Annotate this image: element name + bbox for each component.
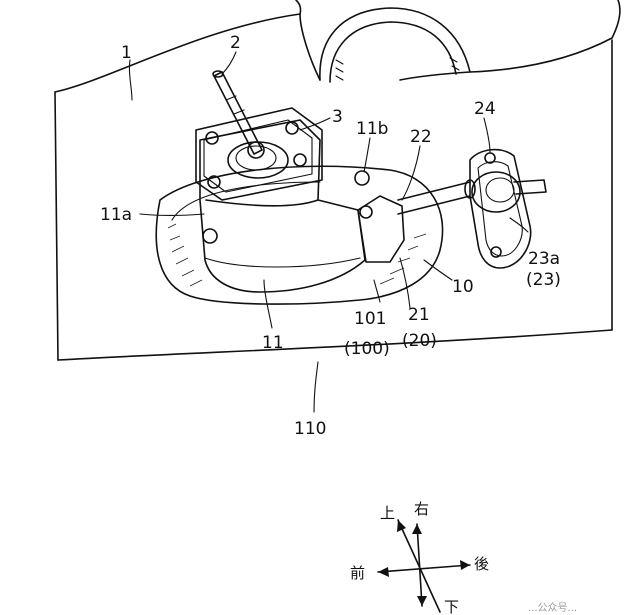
dir-right: 右: [414, 500, 429, 518]
dir-rear: 後: [474, 555, 489, 573]
reference-numerals: 1 2 3 11b 22 24 11a 23a (23) 10 101 (100…: [100, 33, 561, 439]
shift-lever-housing: [195, 107, 405, 293]
label-2: 2: [230, 33, 241, 53]
label-21: 21: [408, 305, 430, 325]
dir-up: 上: [380, 504, 395, 522]
arrow-down-icon: [417, 596, 427, 606]
dir-front: 前: [350, 564, 365, 582]
label-23a: 23a: [528, 249, 560, 269]
shift-lever: [212, 70, 265, 159]
cable-bracket: [469, 148, 547, 269]
label-11: 11: [262, 333, 284, 353]
watermark: ...公众号...: [528, 602, 577, 614]
label-11b: 11b: [356, 119, 388, 139]
label-110: 110: [294, 419, 326, 439]
leader-lines: [128, 51, 529, 413]
label-24: 24: [474, 99, 496, 119]
label-1: 1: [121, 43, 132, 63]
arrow-front-icon: [378, 567, 389, 577]
floor-tunnel: [155, 165, 444, 305]
vehicle-body-panel: [54, 0, 621, 361]
arrow-right-icon: [412, 524, 422, 534]
label-101: 101: [354, 309, 386, 329]
label-20: (20): [402, 331, 437, 351]
dir-down: 下: [444, 598, 459, 615]
label-100: (100): [344, 339, 390, 359]
label-3: 3: [332, 107, 343, 127]
arrow-rear-icon: [460, 560, 470, 570]
label-23: (23): [526, 270, 561, 290]
label-22: 22: [410, 127, 432, 147]
arrow-up-icon: [397, 520, 406, 532]
label-10: 10: [452, 277, 474, 297]
label-11a: 11a: [100, 205, 132, 225]
direction-indicator: 上 右 前 後 下: [350, 500, 489, 615]
